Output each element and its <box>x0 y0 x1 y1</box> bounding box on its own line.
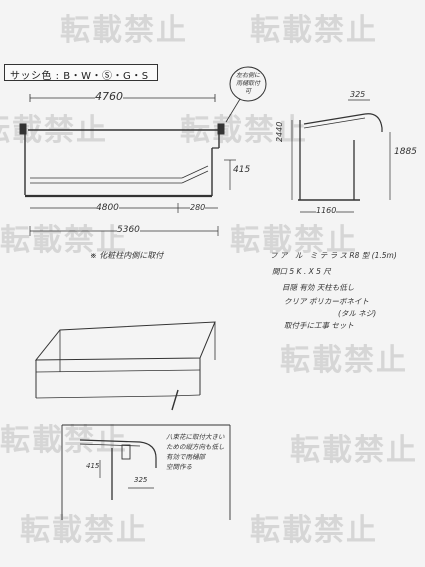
balloon-note: 左右側に 雨樋取付 可 <box>236 72 261 95</box>
perspective-sketch <box>34 321 216 411</box>
watermark-text: 転載禁止 <box>60 13 188 48</box>
detail-box <box>61 424 231 520</box>
detail-dim-left: 415 <box>86 462 100 470</box>
spec-line-5: (タル ネジ) <box>338 309 377 318</box>
dim-text-side-left-height: 2440 <box>275 121 284 142</box>
roof-curve <box>364 113 383 132</box>
right-gutter <box>217 123 225 135</box>
watermark-text: 転載禁止 <box>250 513 378 548</box>
watermark-text: 転載禁止 <box>250 13 378 48</box>
dim-text-top-width: 4760 <box>95 90 123 103</box>
spec-line-4: クリア ポリカーボネイト <box>284 297 369 306</box>
detail-curve <box>139 441 157 468</box>
watermark-text: 転載禁止 <box>230 223 358 258</box>
watermark-text: 転載禁止 <box>20 513 148 548</box>
left-gutter <box>19 123 27 135</box>
watermark-text: 転載禁止 <box>280 343 408 378</box>
deck-edge <box>169 394 201 397</box>
deck-edge <box>35 395 171 399</box>
roof-line <box>303 113 366 125</box>
dim-text-overall-width: 5360 <box>117 225 140 235</box>
roof-panel <box>34 321 216 361</box>
detail-dim-bottom: 325 <box>134 476 148 484</box>
detail-frame <box>61 424 231 520</box>
dim-text-side-depth: 1160 <box>316 206 337 215</box>
detail-gutter <box>121 444 131 460</box>
front-beam <box>35 369 201 373</box>
detail-note: 八束花に取付大きい ための縦方向も低し 有効で雨樋部 空間作る <box>166 433 225 471</box>
sash-color-label: サッシ色 : B・W・Ⓢ・G・S <box>10 71 149 82</box>
note-balloon <box>229 66 267 102</box>
detail-roof <box>79 443 141 447</box>
roof-line-inner <box>303 117 366 129</box>
balloon-leader <box>225 98 241 123</box>
deck-slope <box>181 170 209 184</box>
dim-text-height-step: 415 <box>233 165 251 175</box>
spec-line-1: フ ア ル ミ テ ラ ス R8 型 (1.5m) <box>270 251 397 260</box>
front-view <box>19 66 267 236</box>
caption-below-front: ※ 化粧柱内側に取付 <box>90 251 164 260</box>
detail-roof <box>79 439 141 443</box>
spec-line-3: 目隠 有効 天柱も低し <box>282 283 355 292</box>
side-view <box>291 99 391 213</box>
watermark-text: 転載禁止 <box>0 223 128 258</box>
sash-color-box: サッシ色 : B・W・Ⓢ・G・S <box>4 64 158 82</box>
deck-slope <box>181 165 209 179</box>
dim-text-side-top: 325 <box>350 90 366 99</box>
dim-text-bottom-offset: 280 <box>190 203 206 212</box>
spec-line-2: 間口 5 K . X 5 尺 <box>272 267 331 276</box>
dim-text-bottom-width: 4800 <box>96 203 119 213</box>
downspout <box>171 389 179 411</box>
dim-text-side-right-height: 1885 <box>394 147 417 157</box>
spec-line-6: 取付手に工事 セット <box>284 321 354 330</box>
watermark-text: 転載禁止 <box>290 433 418 468</box>
